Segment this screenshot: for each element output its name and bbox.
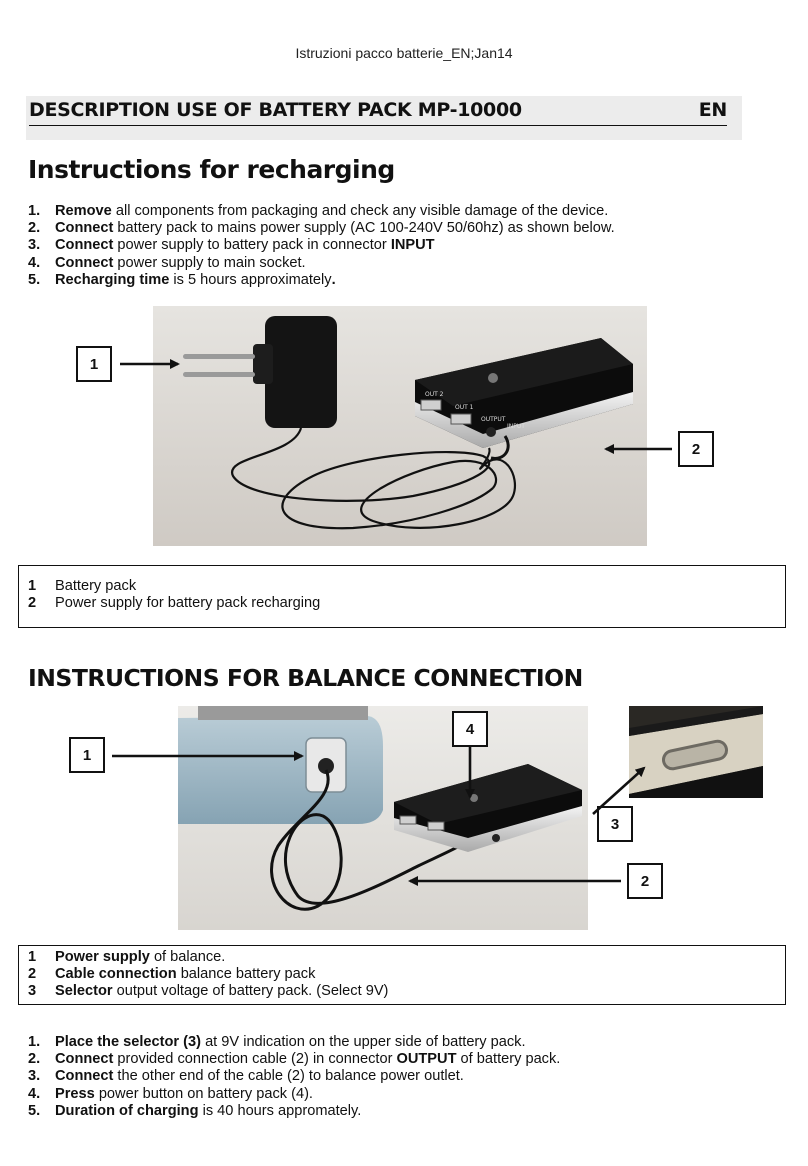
legend-row: 1 Power supply of balance. [19, 949, 785, 966]
legend-text: balance battery pack [176, 966, 316, 983]
step-keyword: Connect [55, 1051, 114, 1068]
recharging-legend: 1 Battery pack 2 Power supply for battery … [18, 565, 786, 628]
legend-number: 2 [28, 595, 37, 612]
recharging-step: 4. Connect power supply to main socket. [28, 255, 615, 272]
step-keyword: Connect [55, 237, 114, 254]
step-number: 5. [28, 1102, 41, 1119]
power-cable [230, 427, 516, 530]
selector-closeup-photo [629, 706, 763, 798]
voltage-selector-switch [662, 739, 728, 771]
balance-cable [270, 769, 479, 911]
step-keyword: Remove [55, 203, 112, 219]
callout-1: 1 [69, 737, 105, 773]
document-title: DESCRIPTION USE OF BATTERY PACK MP-10000… [29, 99, 727, 126]
plug-pin [183, 354, 255, 359]
power-adapter [265, 316, 337, 428]
step-number: 1. [28, 1034, 41, 1050]
language-code: EN [698, 99, 728, 121]
balance-steps: 1. Place the selector (3) at 9V indicatio… [28, 1034, 560, 1120]
balance-step: 3. Connect the other end of the cable (2)… [28, 1068, 560, 1085]
recharging-steps: 1. Remove all components from packaging a… [28, 203, 615, 289]
document-header-note: Istruzioni pacco batterie_EN;Jan14 [295, 45, 513, 61]
balance-step: 1. Place the selector (3) at 9V indicatio… [28, 1034, 560, 1051]
step-number: 3. [28, 1068, 41, 1085]
legend-number: 3 [28, 983, 37, 1000]
callout-2: 2 [627, 863, 663, 899]
balance-step: 5. Duration of charging is 40 hours appro… [28, 1103, 560, 1120]
step-number: 4. [28, 1085, 41, 1102]
step-keyword: Duration of charging [55, 1102, 199, 1119]
step-text: is 5 hours approximately [169, 271, 332, 288]
step-keyword: Connect [55, 220, 114, 237]
step-text-tail: of battery pack. [456, 1051, 561, 1068]
port-label: OUT 2 [425, 391, 444, 398]
legend-number: 1 [28, 949, 37, 965]
step-keyword: Connect [55, 254, 114, 271]
step-keyword: Recharging time [55, 271, 170, 288]
balance-step: 2. Connect provided connection cable (2) … [28, 1051, 560, 1068]
step-text: at 9V indication on the upper side of ba… [201, 1034, 526, 1050]
port-label: OUTPUT [481, 416, 506, 423]
callout-1: 1 [76, 346, 112, 382]
step-text: the other end of the cable (2) to balanc… [113, 1068, 464, 1085]
legend-keyword: Power supply [55, 949, 150, 965]
recharging-heading: Instructions for recharging [28, 155, 395, 184]
step-keyword: Connect [55, 1068, 114, 1085]
balance-illustration [178, 706, 588, 930]
step-keyword: Place the selector (3) [55, 1034, 202, 1050]
plug-pin [183, 372, 255, 377]
balance-heading: INSTRUCTIONS FOR BALANCE CONNECTION [28, 664, 583, 692]
legend-number: 1 [28, 578, 37, 594]
recharging-step: 2. Connect battery pack to mains power su… [28, 220, 615, 237]
document-title-text: DESCRIPTION USE OF BATTERY PACK MP-10000 [29, 99, 522, 121]
legend-row: 2 Power supply for battery pack rechargin… [19, 595, 785, 612]
step-keyword: Press [55, 1085, 95, 1102]
legend-number: 2 [28, 966, 37, 983]
balance-photo [178, 706, 588, 930]
selector-illustration [629, 706, 763, 798]
step-text: battery pack to mains power supply (AC 1… [113, 220, 615, 237]
recharging-illustration: OUT 2 OUT 1 OUTPUT INPUT [153, 306, 647, 546]
callout-2: 2 [678, 431, 714, 467]
step-text: is 40 hours appromately. [198, 1102, 362, 1119]
recharging-step: 1. Remove all components from packaging a… [28, 203, 615, 220]
legend-row: 3 Selector output voltage of battery pack… [19, 983, 785, 1000]
legend-text: of balance. [149, 949, 226, 965]
recharging-step: 3. Connect power supply to battery pack i… [28, 237, 615, 254]
step-keyword-2: . [331, 271, 336, 288]
step-text: all components from packaging and check … [111, 203, 609, 219]
port-label: OUT 1 [455, 404, 474, 411]
step-text: provided connection cable (2) in connect… [113, 1051, 397, 1068]
step-text: power supply to battery pack in connecto… [113, 237, 391, 254]
step-keyword-2: INPUT [390, 237, 435, 254]
legend-text: output voltage of battery pack. (Select … [112, 983, 389, 1000]
step-number: 1. [28, 203, 41, 219]
step-text: power button on battery pack (4). [94, 1085, 313, 1102]
legend-text: Power supply for battery pack recharging [55, 595, 321, 612]
legend-row: 1 Battery pack [19, 578, 785, 595]
legend-row: 2 Cable connection balance battery pack [19, 966, 785, 983]
recharging-step: 5. Recharging time is 5 hours approximate… [28, 272, 615, 289]
step-number: 5. [28, 271, 41, 288]
callout-3: 3 [597, 806, 633, 842]
step-number: 3. [28, 237, 41, 254]
balance-legend: 1 Power supply of balance. 2 Cable connect… [18, 945, 786, 1005]
legend-text: Battery pack [55, 578, 137, 594]
title-banner [26, 96, 742, 140]
step-keyword-2: OUTPUT [396, 1051, 457, 1068]
step-number: 2. [28, 220, 41, 237]
arrow-balance-callout-3 [592, 766, 646, 815]
step-number: 2. [28, 1051, 41, 1068]
callout-4: 4 [452, 711, 488, 747]
step-text: power supply to main socket. [113, 254, 306, 271]
recharging-photo: OUT 2 OUT 1 OUTPUT INPUT [153, 306, 647, 546]
port-label: INPUT [507, 423, 525, 430]
step-number: 4. [28, 254, 41, 271]
balance-step: 4. Press power button on battery pack (4)… [28, 1086, 560, 1103]
legend-keyword: Selector [55, 983, 113, 1000]
legend-keyword: Cable connection [55, 966, 177, 983]
